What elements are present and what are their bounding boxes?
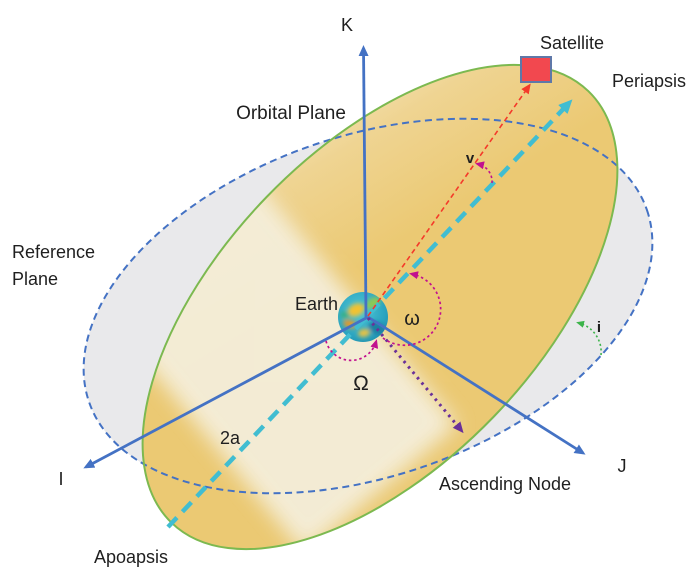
raan-arc <box>325 339 379 362</box>
reference-plane-label-line2: Plane <box>12 269 58 289</box>
satellite-label: Satellite <box>540 33 604 53</box>
ascending-node-label: Ascending Node <box>439 474 571 494</box>
argument-of-periapsis-arc <box>382 271 442 347</box>
line-of-apsides <box>166 99 573 529</box>
inclination-label: i <box>597 319 601 336</box>
periapsis-label: Periapsis <box>612 71 686 91</box>
satellite-marker <box>520 56 552 83</box>
reference-plane-outline <box>82 117 654 495</box>
k-axis-line <box>358 45 369 318</box>
true-anomaly-arc <box>475 161 493 184</box>
inertial-axes <box>83 45 586 469</box>
i-axis-line <box>83 315 369 469</box>
j-axis-line <box>367 315 586 455</box>
true-anomaly-label: v <box>466 150 475 167</box>
satellite-radius-line <box>367 83 531 317</box>
k-axis-label: K <box>341 15 353 35</box>
apoapsis-label: Apoapsis <box>94 547 168 567</box>
argument-of-periapsis-label: ω <box>404 308 420 330</box>
i-axis-label: I <box>58 469 63 489</box>
reference-plane-label-line1: Reference <box>12 242 95 262</box>
inclination-arc <box>576 320 602 356</box>
raan-label: Ω <box>353 372 369 395</box>
earth-label: Earth <box>295 294 338 314</box>
j-axis-label: J <box>618 456 627 476</box>
orbital-plane-label: Orbital Plane <box>236 103 346 124</box>
semi-major-axis-label: 2a <box>220 428 241 448</box>
ascending-node-line <box>366 317 464 434</box>
